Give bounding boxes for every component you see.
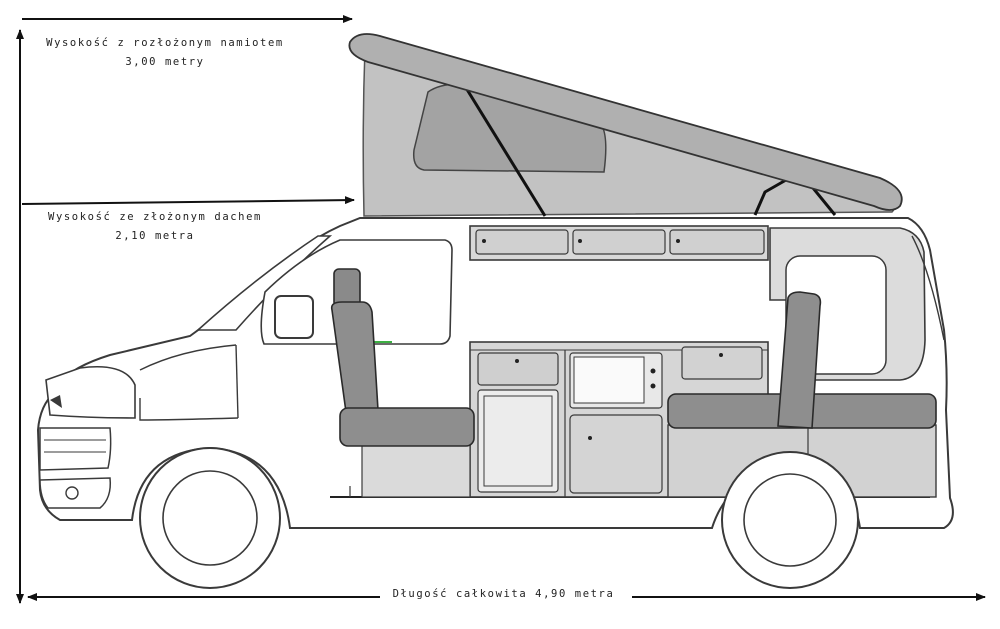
height-roof-up-text: Wysokość z rozłożonym namiotem	[46, 37, 284, 49]
lower-cupboard	[569, 414, 663, 494]
seats	[330, 268, 937, 447]
height-roof-up-label: Wysokość z rozłożonym namiotem 3,00 metr…	[30, 34, 300, 72]
fog-light	[65, 486, 79, 500]
front-seat-base	[361, 441, 471, 498]
height-roof-up-value: 3,00 metry	[125, 56, 205, 68]
windshield	[195, 235, 333, 331]
rear-bench-back	[777, 291, 822, 429]
side-mirror	[274, 295, 314, 339]
tent-strut-rear	[753, 170, 837, 216]
front-grille	[39, 427, 112, 471]
tent-strut	[453, 69, 547, 217]
front-seat-cushion	[339, 407, 475, 447]
roof-shell	[348, 33, 903, 211]
kitchen-drawer	[477, 352, 559, 386]
roof-height-arrow	[21, 196, 355, 205]
upper-cabinet-door-1	[475, 229, 569, 255]
wheels	[139, 447, 859, 589]
height-roof-down-text: Wysokość ze złożonym dachem	[48, 211, 262, 223]
height-roof-down-label: Wysokość ze złożonym dachem 2,10 metra	[30, 208, 280, 246]
popup-tent	[348, 33, 903, 217]
front-seat-back	[330, 301, 379, 413]
headlight	[45, 365, 136, 419]
side-drawer	[681, 346, 763, 380]
length-label: Długość całkowita 4,90 metra	[385, 585, 622, 604]
dimension-arrows	[16, 15, 986, 604]
height-roof-down-value: 2,10 metra	[115, 230, 195, 242]
fridge-door	[477, 389, 559, 493]
upper-cabinet-door-3	[669, 229, 765, 255]
length-text: Długość całkowita 4,90 metra	[392, 588, 615, 600]
upper-cabinet-door-2	[572, 229, 666, 255]
